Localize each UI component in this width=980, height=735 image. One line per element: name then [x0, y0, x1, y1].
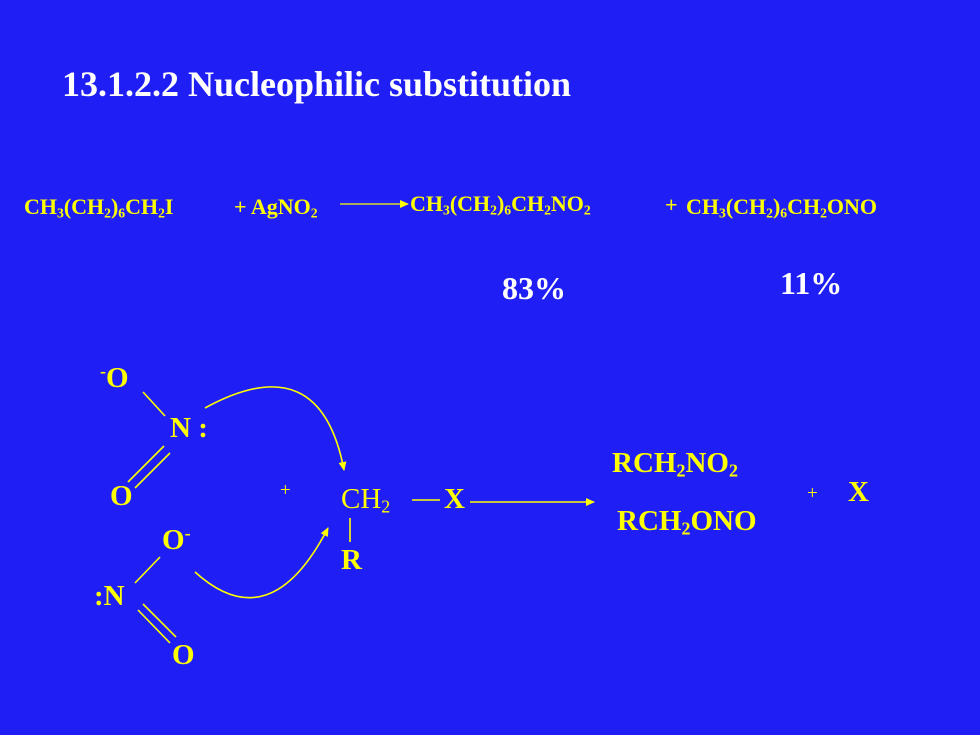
top-oxygen-anion: -O [100, 361, 129, 394]
plus-sign-small: + [280, 480, 291, 501]
slide-title: 13.1.2.2 Nucleophilic substitution [62, 64, 572, 104]
equation-plus: + [665, 192, 678, 217]
yield-nitrite: 11% [780, 265, 843, 301]
yield-nitro: 83% [502, 270, 566, 306]
reagent-silver-nitrite: + AgNO2 [234, 194, 318, 221]
top-double-bond-a [127, 445, 165, 483]
substrate-ch2: CH2 [341, 483, 391, 517]
bottom-oxygen-anion: O- [162, 523, 191, 556]
top-nitrogen: N : [170, 412, 208, 444]
substrate-r-group: R [341, 544, 362, 576]
top-double-bond-b [134, 452, 171, 489]
leaving-group-x: X [848, 476, 869, 508]
substrate-leaving-x: X [444, 483, 465, 515]
bottom-single-bond [134, 556, 161, 584]
plus-sign-right: + [807, 483, 818, 504]
product-nitroalkane: CH3(CH2)6CH2NO2 [410, 191, 591, 218]
nucleophilic-attack-arrow-top [204, 386, 347, 471]
top-single-bond [142, 391, 166, 417]
bottom-nitrogen: :N [94, 580, 125, 612]
top-oxygen-double: O [110, 480, 133, 512]
bottom-double-bond-a [137, 609, 171, 644]
nucleophilic-attack-arrow-bottom [194, 527, 329, 599]
product-rch2no2: RCH2NO2 [612, 447, 738, 481]
product-rch2ono: RCH2ONO [617, 505, 757, 539]
bottom-oxygen-double: O [172, 639, 195, 671]
product-alkyl-nitrite: CH3(CH2)6CH2ONO [686, 194, 878, 221]
bottom-double-bond-b [142, 603, 177, 638]
reactant-alkyl-iodide: CH3(CH2)6CH2I [24, 194, 174, 221]
